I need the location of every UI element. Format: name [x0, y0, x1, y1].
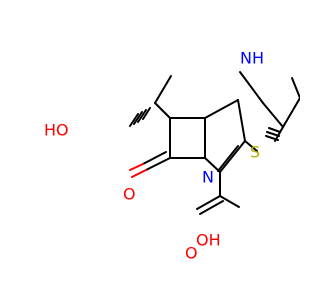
bond-carbonyl-1 — [145, 157, 171, 171]
bond-layer — [129, 71, 300, 215]
bond-methyl — [154, 75, 172, 104]
bond-acid-oh — [219, 195, 240, 208]
bond-c2-s — [244, 140, 258, 152]
sulfur-label: S — [250, 143, 260, 162]
bond-pyrrolidine-2 — [291, 77, 300, 99]
bond-c5-c1 — [204, 99, 239, 119]
hash-bond-2 — [137, 109, 147, 123]
bond-carbonyl-2 — [142, 151, 167, 165]
ring-nitrogen-label: N — [202, 168, 214, 187]
bond-acid-o1 — [196, 195, 221, 210]
acid-oxygen-label: O — [185, 244, 198, 263]
bond-c2-c3 — [219, 140, 246, 173]
bond-c1-c2 — [237, 99, 246, 142]
bond-pyrrolidine-4 — [239, 71, 264, 104]
bond-sidechain-ring — [154, 102, 171, 119]
pyrrolidine-nh-label: NH — [240, 49, 264, 68]
stereo-layer — [129, 107, 281, 141]
label-layer: HO O N S NH O OH — [44, 49, 264, 263]
hash-bond-3 — [133, 111, 143, 125]
bond-pyrrolidine-3 — [262, 102, 284, 128]
hash-bond-1 — [142, 107, 151, 120]
bond-carbonyl-1-o — [131, 169, 147, 178]
bond-c2-c3-inner — [217, 145, 239, 172]
molecule-structure: HO O N S NH O OH — [44, 49, 300, 263]
acid-hydroxyl-label: OH — [196, 231, 221, 250]
stereo-s-3 — [265, 135, 279, 141]
bond-c3-n — [204, 157, 221, 173]
bond-pyrrolidine-1 — [282, 97, 300, 128]
stereo-s-2 — [266, 131, 280, 137]
stereo-s-1 — [268, 127, 281, 133]
hash-bond-4 — [129, 113, 139, 127]
ketone-oxygen-label: O — [123, 185, 136, 204]
hydroxyl-label: HO — [44, 121, 69, 140]
bond-acid-o1-double — [199, 200, 224, 215]
bond-carbonyl-2-o — [129, 163, 144, 171]
